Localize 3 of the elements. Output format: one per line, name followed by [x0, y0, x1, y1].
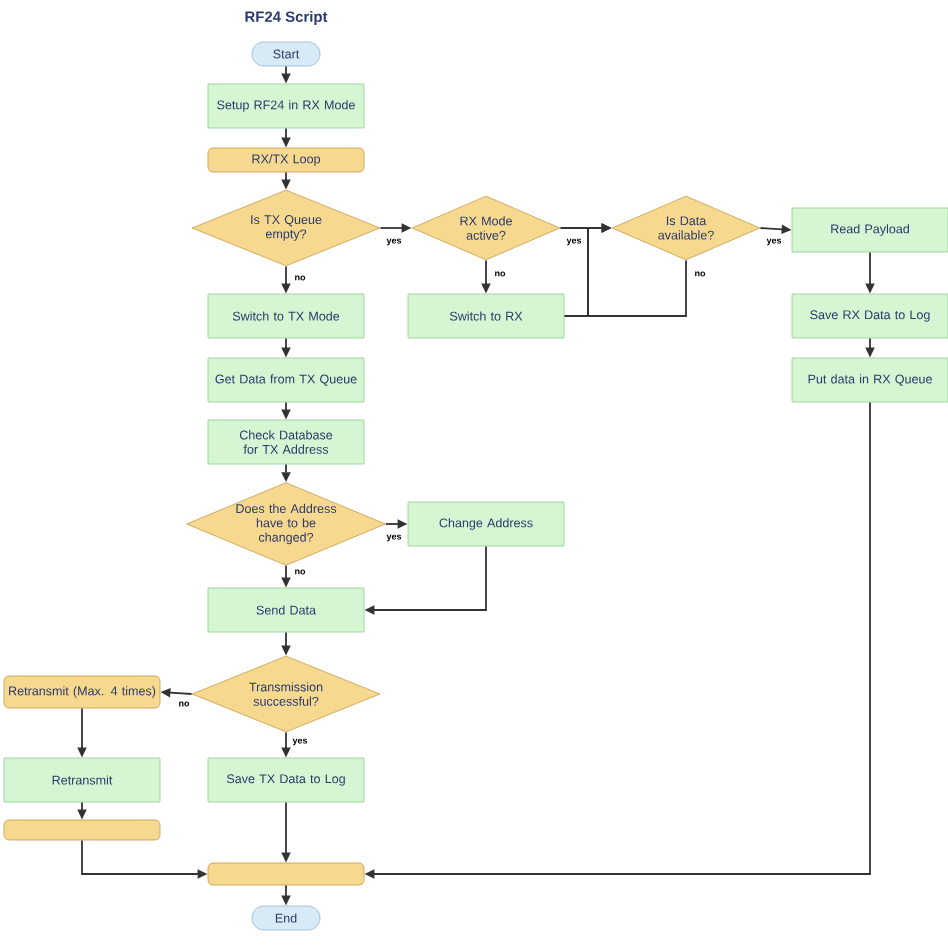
empty-bar [207, 862, 365, 886]
empty-bar [3, 819, 161, 841]
arrow [587, 223, 687, 317]
